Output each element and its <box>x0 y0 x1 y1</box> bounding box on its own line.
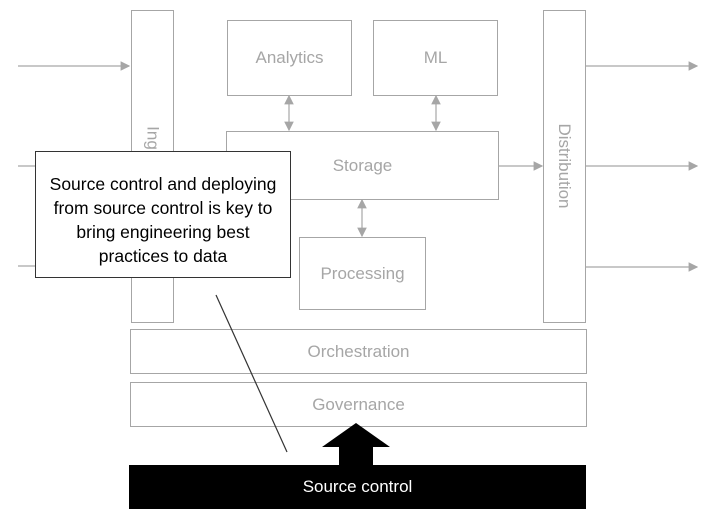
callout-note: Source control and deploying from source… <box>35 151 291 278</box>
distribution-box <box>543 10 586 323</box>
processing-box: Processing <box>299 237 426 310</box>
source-control-up-arrow <box>322 423 390 465</box>
source-control-bar: Source control <box>129 465 586 509</box>
governance-box: Governance <box>130 382 587 427</box>
analytics-box: Analytics <box>227 20 352 96</box>
callout-pointer-line <box>215 294 288 453</box>
orchestration-box: Orchestration <box>130 329 587 374</box>
ml-box: ML <box>373 20 498 96</box>
